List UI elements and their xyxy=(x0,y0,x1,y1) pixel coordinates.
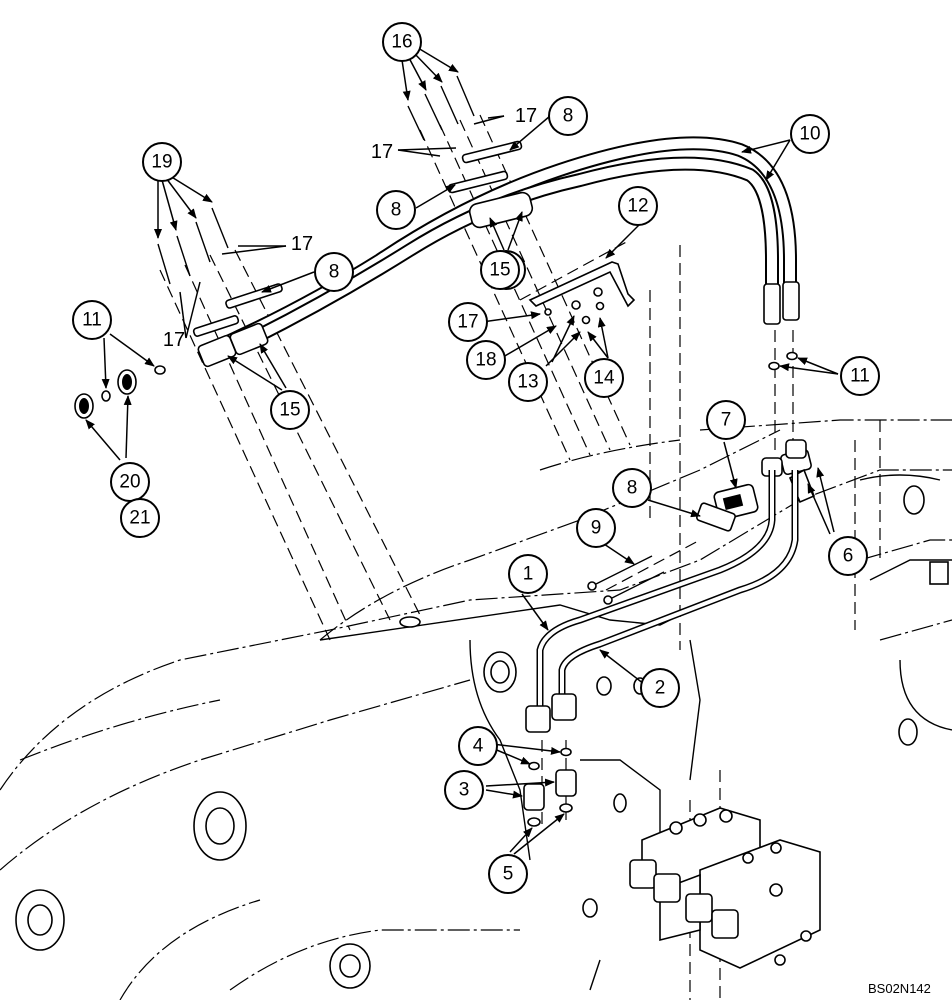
callout-label-16: 16 xyxy=(391,32,412,53)
callout-label-10: 10 xyxy=(799,124,820,145)
callout-circle-8 xyxy=(548,96,588,136)
callout-label-3: 3 xyxy=(459,780,470,801)
callout-label-9: 9 xyxy=(591,518,602,539)
callout-circle-5 xyxy=(488,854,528,894)
free-label-17: 17 xyxy=(163,329,185,351)
callout-circle-15 xyxy=(270,390,310,430)
callout-label-8: 8 xyxy=(563,106,574,127)
free-label-17: 17 xyxy=(515,105,537,127)
callout-circle-9 xyxy=(576,508,616,548)
figure-reference-code: BS02N142 xyxy=(868,981,931,996)
bolts-9 xyxy=(587,555,665,605)
callout-balloons: 1234567888891011111213141515151617181920… xyxy=(72,22,880,894)
callout-circle-7 xyxy=(706,400,746,440)
callout-circle-10 xyxy=(790,114,830,154)
callout-label-11: 11 xyxy=(850,366,870,387)
steel-tubes xyxy=(525,470,799,733)
callout-circle-15 xyxy=(480,250,520,290)
callout-label-12: 12 xyxy=(627,196,648,217)
free-label-17: 17 xyxy=(371,141,393,163)
callout-label-18: 18 xyxy=(475,350,496,371)
fittings-20-21 xyxy=(74,365,166,419)
callout-label-6: 6 xyxy=(843,546,854,567)
bolts-16 xyxy=(407,75,475,141)
callout-circle-6 xyxy=(828,536,868,576)
callout-label-8: 8 xyxy=(627,478,638,499)
callout-circle-17 xyxy=(448,302,488,342)
boom-frame-solid xyxy=(15,474,952,991)
callout-circle-21 xyxy=(120,498,160,538)
callout-label-15: 15 xyxy=(279,400,300,421)
callout-label-15: 15 xyxy=(489,260,510,281)
bolts-19 xyxy=(157,207,229,285)
callout-circle-8 xyxy=(612,468,652,508)
callout-circle-3 xyxy=(444,770,484,810)
free-label-17: 17 xyxy=(291,233,313,255)
callout-circle-2 xyxy=(640,668,680,708)
callout-circle-8 xyxy=(314,252,354,292)
callout-label-1: 1 xyxy=(523,564,534,585)
callout-circle-12 xyxy=(618,186,658,226)
callout-circle-14 xyxy=(584,358,624,398)
callout-circle-4 xyxy=(458,726,498,766)
callout-label-21: 21 xyxy=(129,508,150,529)
callout-label-2: 2 xyxy=(655,678,666,699)
callout-label-7: 7 xyxy=(721,410,732,431)
callout-label-20: 20 xyxy=(119,472,140,493)
callout-label-13: 13 xyxy=(517,372,538,393)
free-labels: 17 17 17 17 xyxy=(163,105,537,351)
callout-circle-18 xyxy=(466,340,506,380)
o-rings-11 xyxy=(768,351,798,371)
callout-circle-16 xyxy=(382,22,422,62)
callout-circle-13 xyxy=(508,362,548,402)
callout-label-17: 17 xyxy=(457,312,478,333)
callout-label-8: 8 xyxy=(391,200,402,221)
callout-label-14: 14 xyxy=(593,368,615,389)
hose-clamps xyxy=(157,75,534,337)
control-valve-bank xyxy=(629,807,821,969)
callout-circle-8 xyxy=(376,190,416,230)
callout-label-5: 5 xyxy=(503,864,514,885)
callout-circle-11 xyxy=(840,356,880,396)
callout-label-11: 11 xyxy=(82,310,102,331)
boom-frame-phantom xyxy=(0,419,952,1000)
callout-circle-19 xyxy=(142,142,182,182)
callout-label-4: 4 xyxy=(473,736,484,757)
callout-circle-11 xyxy=(72,300,112,340)
leader-lines xyxy=(85,47,839,855)
callout-label-8: 8 xyxy=(329,262,340,283)
fittings-3-4-5 xyxy=(523,747,577,827)
bracket-12 xyxy=(528,261,636,325)
callout-circle-1 xyxy=(508,554,548,594)
callout-label-19: 19 xyxy=(151,152,172,173)
